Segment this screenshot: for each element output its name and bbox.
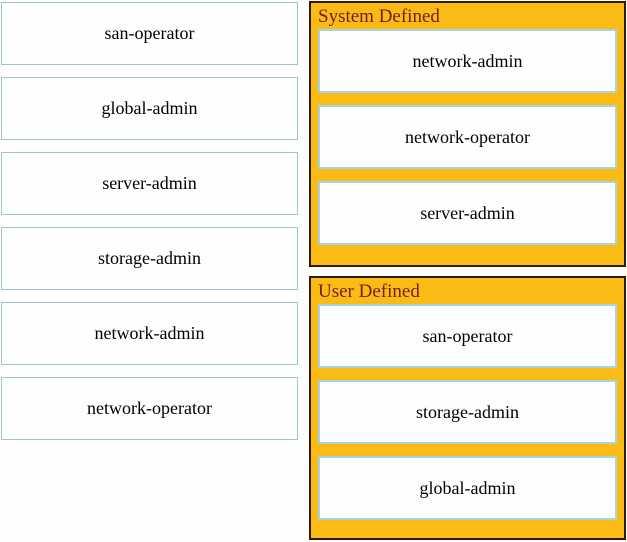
drop-slot-system-1[interactable]: network-admin (318, 29, 617, 93)
panel-system-defined-title: System Defined (318, 6, 440, 27)
drag-item-san-operator[interactable]: san-operator (1, 2, 298, 65)
drag-item-server-admin[interactable]: server-admin (1, 152, 298, 215)
panel-system-defined: System Defined network-admin network-ope… (309, 1, 626, 267)
drag-item-list: san-operator global-admin server-admin s… (1, 2, 298, 452)
drop-slot-user-2[interactable]: storage-admin (318, 380, 617, 444)
drag-item-storage-admin[interactable]: storage-admin (1, 227, 298, 290)
drag-item-network-admin[interactable]: network-admin (1, 302, 298, 365)
panel-user-defined: User Defined san-operator storage-admin … (309, 276, 626, 540)
drag-item-network-operator[interactable]: network-operator (1, 377, 298, 440)
panel-user-defined-title: User Defined (318, 281, 420, 302)
drop-slot-user-3[interactable]: global-admin (318, 456, 617, 520)
drop-slot-user-1[interactable]: san-operator (318, 304, 617, 368)
drop-slot-system-2[interactable]: network-operator (318, 105, 617, 169)
drop-slot-system-3[interactable]: server-admin (318, 181, 617, 245)
drag-item-global-admin[interactable]: global-admin (1, 77, 298, 140)
